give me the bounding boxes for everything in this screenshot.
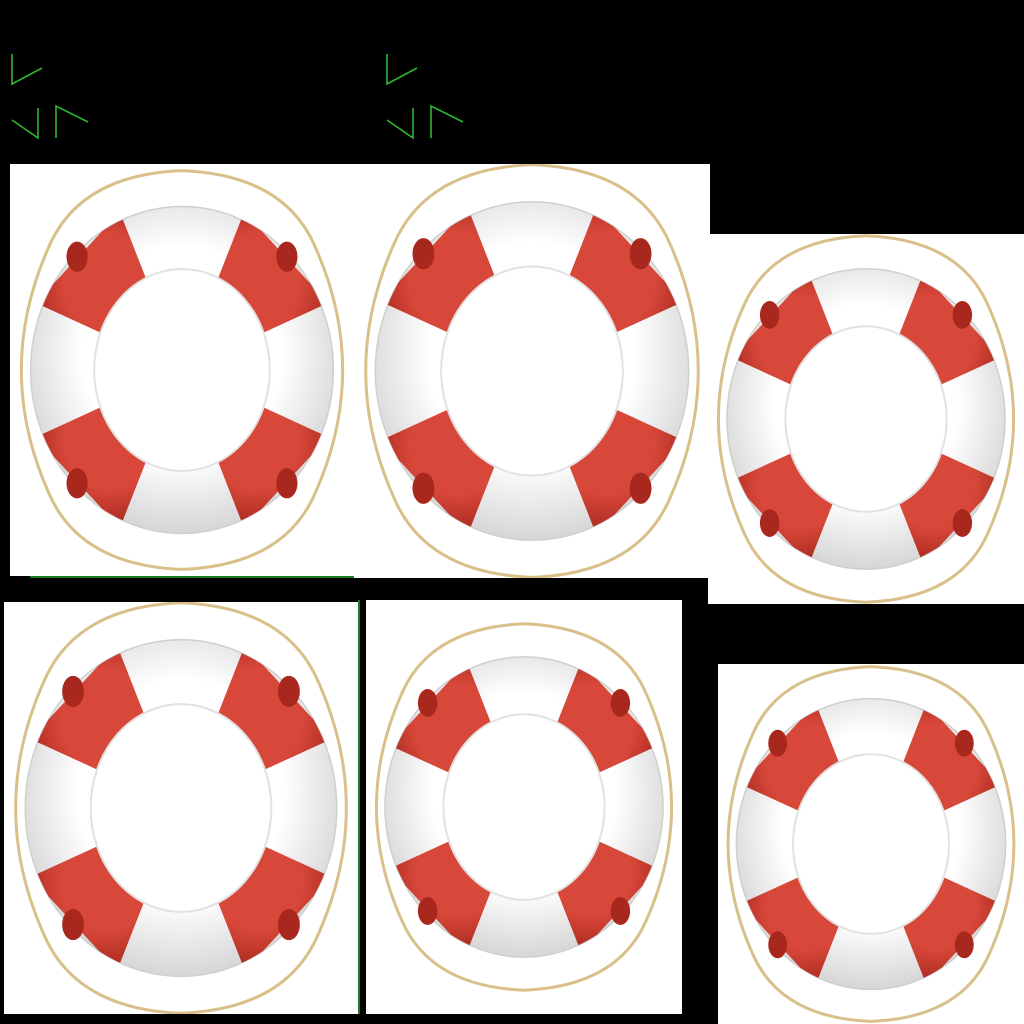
rope-knot bbox=[610, 689, 631, 717]
rope-knot bbox=[759, 509, 780, 537]
life-ring-icon bbox=[718, 664, 1024, 1024]
life-ring-icon bbox=[366, 600, 682, 1014]
rope-knot bbox=[417, 689, 438, 717]
rope-knot bbox=[276, 241, 298, 272]
life-ring-icon bbox=[4, 602, 358, 1014]
rope-knot bbox=[278, 675, 300, 708]
rope-knot bbox=[629, 238, 652, 270]
rope-knot bbox=[66, 241, 88, 272]
rope-knot bbox=[278, 908, 300, 941]
rope-knot bbox=[62, 908, 84, 941]
ring-hole bbox=[440, 265, 624, 477]
rope-icon bbox=[716, 234, 1016, 604]
rope-knot bbox=[276, 468, 298, 499]
rope-knot bbox=[610, 897, 631, 925]
rope-knot bbox=[417, 897, 438, 925]
rope-icon bbox=[374, 622, 674, 992]
ring-hole bbox=[784, 325, 948, 513]
rope-knot bbox=[66, 468, 88, 499]
corner-marker-icon bbox=[6, 50, 96, 145]
rope-knot bbox=[412, 238, 435, 270]
ring-hole bbox=[791, 753, 951, 935]
ring-hole bbox=[442, 713, 606, 901]
rope-icon bbox=[14, 602, 348, 1014]
corner-marker-icon bbox=[381, 50, 471, 145]
rope-knot bbox=[954, 931, 974, 959]
rope-knot bbox=[629, 472, 652, 504]
guide-line bbox=[358, 600, 360, 1014]
rope-knot bbox=[952, 509, 973, 537]
ring-hole bbox=[93, 268, 271, 472]
guide-line bbox=[30, 576, 354, 578]
life-ring-icon bbox=[708, 234, 1024, 604]
rope-knot bbox=[62, 675, 84, 708]
rope-knot bbox=[759, 301, 780, 329]
rope-knot bbox=[954, 729, 974, 757]
life-ring-icon bbox=[354, 164, 710, 578]
life-ring-icon bbox=[10, 164, 354, 576]
rope-knot bbox=[952, 301, 973, 329]
rope-knot bbox=[768, 729, 788, 757]
rope-icon bbox=[364, 164, 700, 578]
rope-icon bbox=[726, 665, 1016, 1023]
rope-knot bbox=[412, 472, 435, 504]
rope-knot bbox=[768, 931, 788, 959]
ring-hole bbox=[89, 703, 273, 913]
rope-icon bbox=[19, 169, 345, 571]
